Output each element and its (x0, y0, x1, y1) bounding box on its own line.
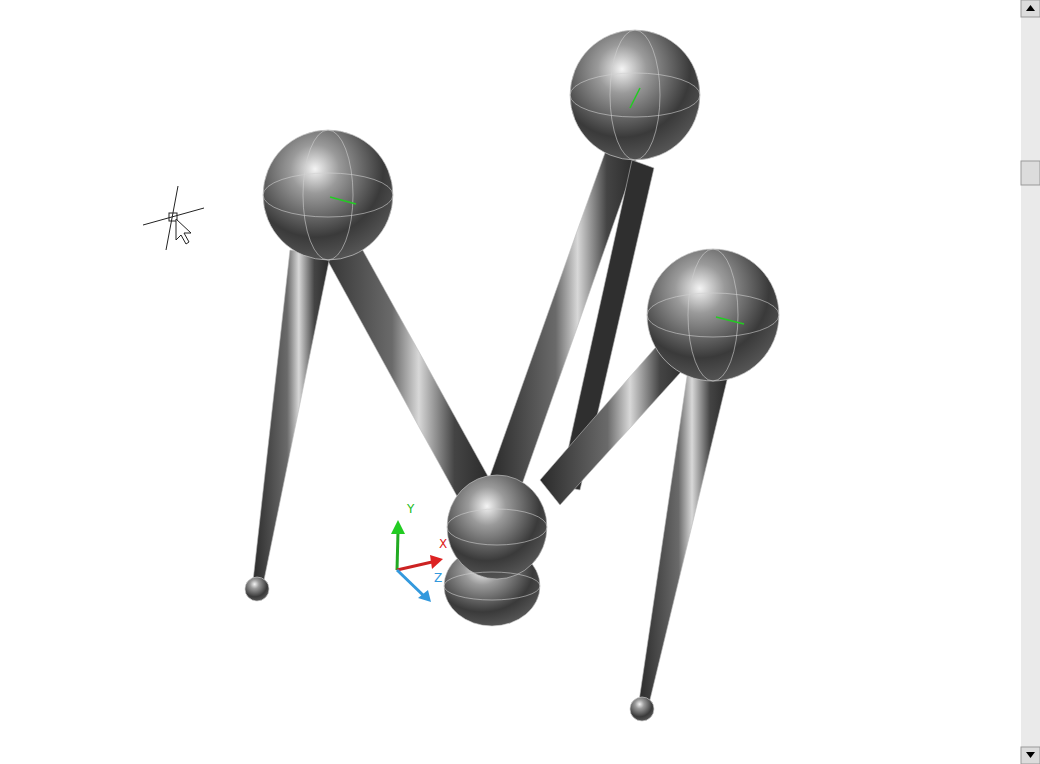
axis-label: Y (407, 503, 414, 515)
axis-label: Z (434, 572, 442, 584)
axis-label: X (439, 538, 447, 550)
